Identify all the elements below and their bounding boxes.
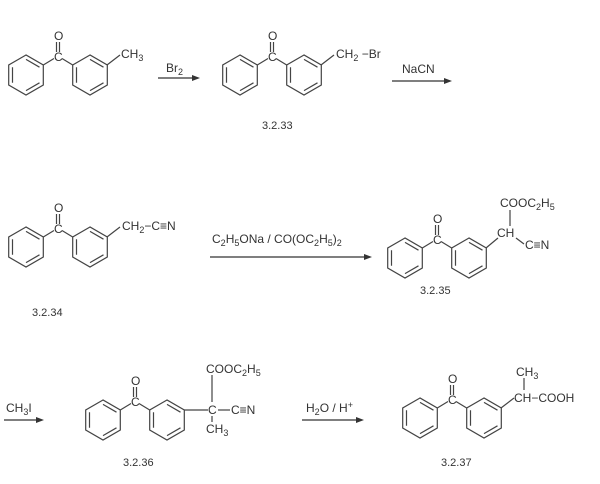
compound-3-substituent: CH2−C≡N xyxy=(106,219,176,238)
carbonyl-carbon-label: C xyxy=(433,233,442,247)
svg-text:COOC2H5: COOC2H5 xyxy=(206,362,261,378)
compound-id-3-2-33: 3.2.33 xyxy=(262,120,293,132)
svg-text:CH3: CH3 xyxy=(206,422,228,438)
svg-text:CH: CH xyxy=(497,226,514,240)
carbonyl-carbon-label: C xyxy=(54,222,63,236)
step5-arrow: H2O / H+ xyxy=(302,400,364,423)
carbonyl-carbon-label: C xyxy=(268,50,277,64)
svg-text:C: C xyxy=(208,403,217,417)
benzene-rings xyxy=(222,42,322,96)
benzophenone-core-5: OC xyxy=(85,374,185,441)
compound-id-3-2-37: 3.2.37 xyxy=(441,457,472,469)
benzophenone-core-1: OC xyxy=(8,29,108,96)
compound-6-substituent: CH−COOH CH3 xyxy=(500,365,574,409)
step1-arrow: Br2 xyxy=(158,61,200,81)
svg-text:CH2−C≡N: CH2−C≡N xyxy=(122,219,176,235)
svg-text:CH3: CH3 xyxy=(516,365,538,381)
step2-arrow: NaCN xyxy=(392,62,452,84)
reagent-ch3i: CH3I xyxy=(6,401,32,417)
oxygen-label: O xyxy=(268,29,277,43)
oxygen-label: O xyxy=(433,212,442,226)
reagent-ethoxide-diethylcarbonate: C2H5ONa / CO(OC2H5)2 xyxy=(212,232,342,248)
svg-text:C≡N: C≡N xyxy=(525,238,549,252)
carbonyl-carbon-label: C xyxy=(448,393,457,407)
svg-text:C≡N: C≡N xyxy=(231,403,255,417)
compound-1-substituent: CH3 xyxy=(106,47,143,66)
carbonyl-carbon-label: C xyxy=(54,50,63,64)
svg-text:COOC2H5: COOC2H5 xyxy=(500,196,555,212)
oxygen-label: O xyxy=(448,372,457,386)
carbonyl-carbon-label: C xyxy=(131,395,140,409)
benzene-rings xyxy=(387,225,487,279)
benzophenone-core-3: OC xyxy=(8,201,108,268)
benzene-rings xyxy=(8,42,108,96)
benzene-rings xyxy=(8,214,108,268)
svg-text:CH−COOH: CH−COOH xyxy=(514,391,574,405)
benzene-rings xyxy=(85,387,185,441)
benzophenone-core-2: OC xyxy=(222,29,322,96)
step3-arrow: C2H5ONa / CO(OC2H5)2 xyxy=(210,232,372,260)
benzophenone-core-4: OC xyxy=(387,212,487,279)
reagent-br2: Br2 xyxy=(166,61,183,77)
oxygen-label: O xyxy=(54,29,63,43)
compound-id-3-2-36: 3.2.36 xyxy=(123,457,154,469)
step4-arrow: CH3I xyxy=(4,401,44,423)
compound-5-substituent: C COOC2H5 C≡N CH3 xyxy=(184,362,261,438)
benzene-rings xyxy=(402,385,502,439)
oxygen-label: O xyxy=(54,201,63,215)
benzophenone-core-6: OC xyxy=(402,372,502,439)
reagent-nacn: NaCN xyxy=(402,62,435,76)
compound-2-substituent: CH2 −Br xyxy=(320,47,381,66)
ch3-label: CH3 xyxy=(121,47,143,63)
reagent-h2o-h: H2O / H+ xyxy=(306,400,353,417)
oxygen-label: O xyxy=(131,374,140,388)
compound-id-3-2-35: 3.2.35 xyxy=(420,285,451,297)
svg-text:CH2 −Br: CH2 −Br xyxy=(336,47,381,63)
compound-id-3-2-34: 3.2.34 xyxy=(32,307,63,319)
compound-4-substituent: CH COOC2H5 C≡N xyxy=(485,196,555,252)
